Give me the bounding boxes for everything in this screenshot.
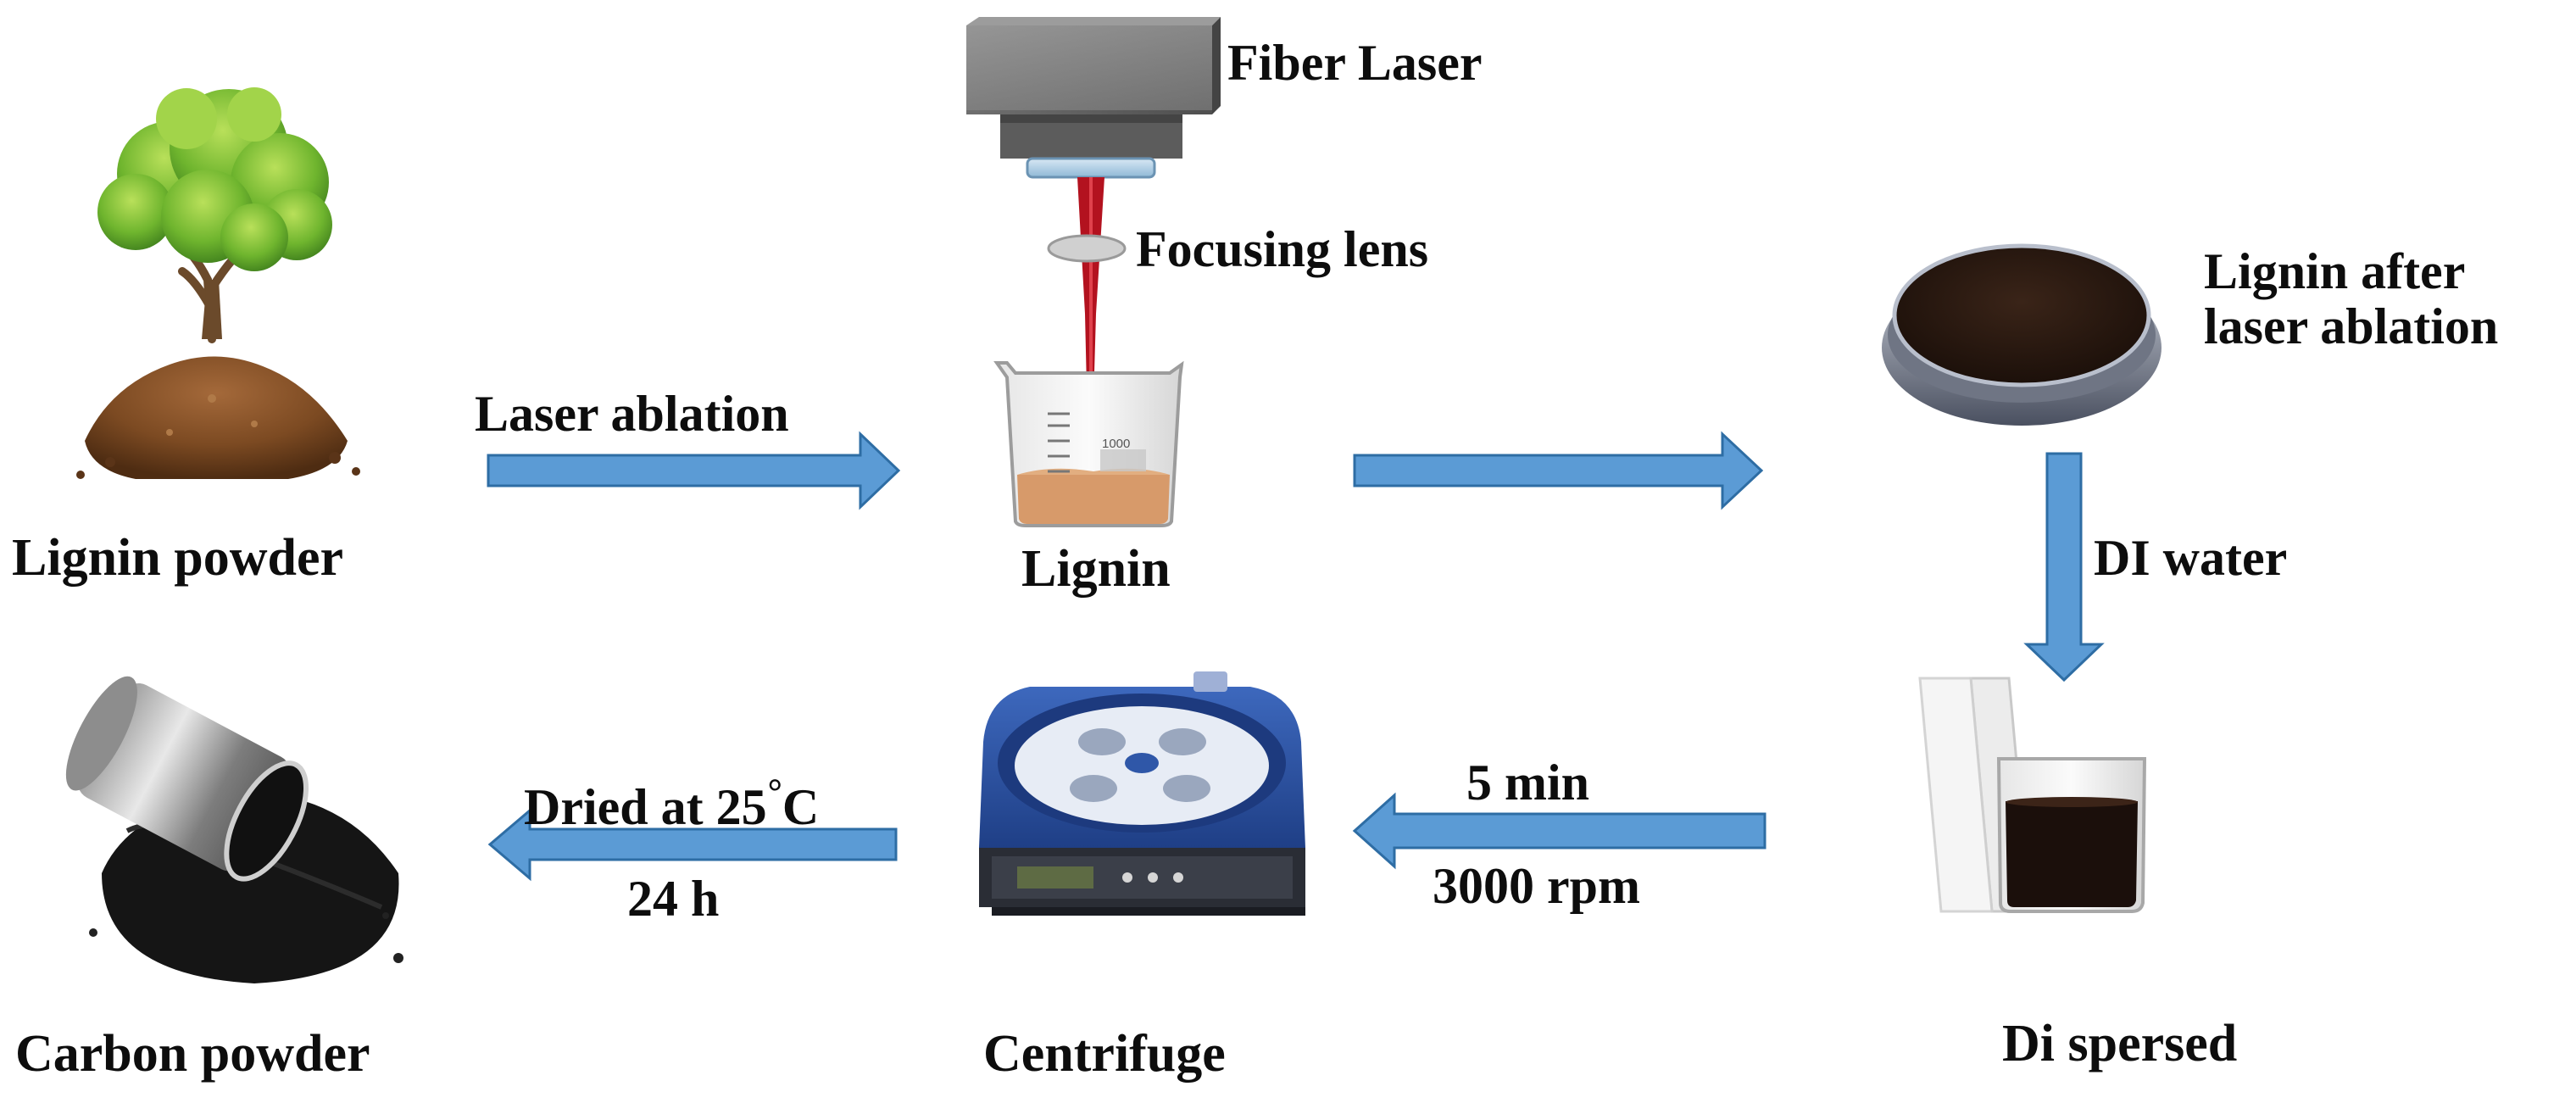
tree-icon — [97, 87, 332, 343]
fiber-laser-label: Fiber Laser — [1227, 35, 1483, 91]
arrow-drying — [487, 807, 898, 882]
di-water-label: DI water — [2094, 530, 2288, 586]
drying-duration-label: 24 h — [627, 871, 720, 927]
speed-label: 3000 rpm — [1433, 858, 1640, 914]
laser-ablation-label: Laser ablation — [475, 386, 789, 442]
carbon-powder-label: Carbon powder — [15, 1025, 370, 1083]
fiber-laser-icon — [966, 17, 1221, 179]
lignin-after-line1: Lignin after — [2204, 243, 2466, 299]
dispersed-beaker-icon — [1918, 677, 2147, 913]
dispersed-label: Di spersed — [2002, 1015, 2238, 1072]
carbon-powder-icon — [65, 676, 403, 983]
arrow-di-water — [2023, 452, 2105, 682]
lignin-label: Lignin — [1021, 540, 1171, 598]
dried-at-text: Dried at 25 — [524, 778, 767, 835]
petri-dish-icon — [1882, 243, 2162, 426]
centrifuge-label: Centrifuge — [983, 1025, 1226, 1083]
beaker-volume-text: 1000 — [1102, 437, 1130, 451]
focusing-lens-icon — [1047, 234, 1127, 263]
arrow-to-dish — [1353, 431, 1764, 510]
time-label: 5 min — [1466, 755, 1590, 811]
lignin-beaker-icon: 1000 — [993, 360, 1184, 527]
lignin-after-line2: laser ablation — [2204, 298, 2499, 354]
celsius-unit: C — [782, 778, 820, 835]
focusing-lens-label: Focusing lens — [1136, 221, 1429, 277]
lignin-after-ablation-label: Lignin after laser ablation — [2204, 244, 2498, 354]
arrow-centrifuge — [1352, 792, 1766, 870]
lignin-powder-label: Lignin powder — [12, 529, 344, 587]
centrifuge-icon — [979, 671, 1305, 916]
drying-temperature-label: Dried at 25°C — [524, 774, 819, 833]
lignin-powder-pile-icon — [76, 356, 360, 479]
arrow-laser-ablation — [487, 431, 901, 510]
degree-symbol: ° — [767, 772, 782, 812]
